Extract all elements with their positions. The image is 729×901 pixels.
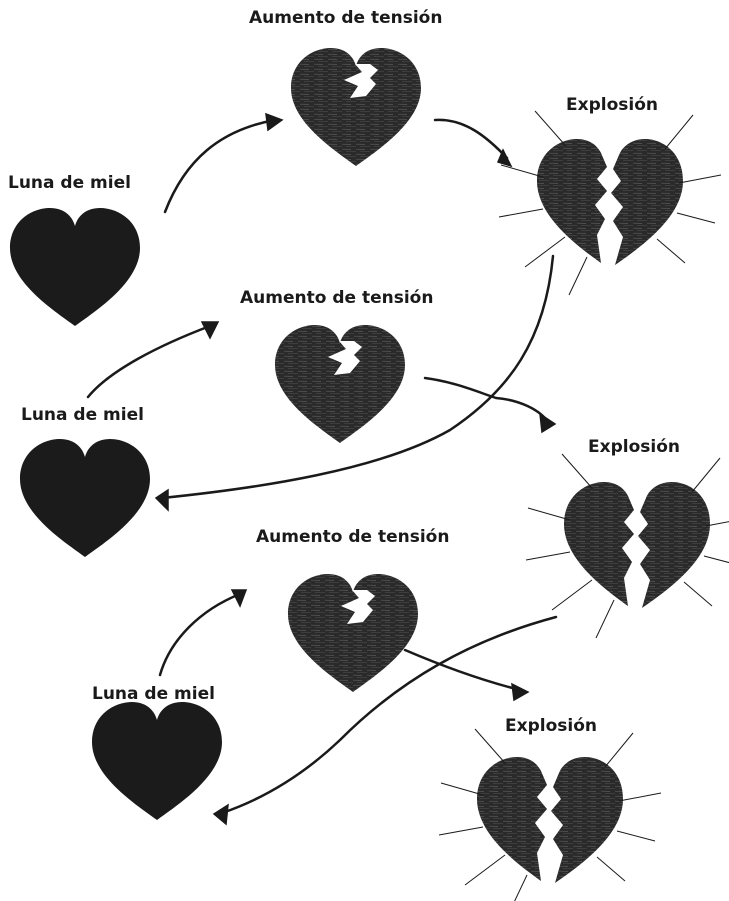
honeymoon-label: Luna de miel xyxy=(8,173,131,193)
cracked-heart-icon xyxy=(288,574,418,692)
arrow-tension-to-explosion xyxy=(403,648,522,692)
explosion-label: Explosión xyxy=(588,437,680,457)
arrowhead-icon xyxy=(154,488,169,512)
arrowhead-icon xyxy=(511,682,530,702)
cracked-heart-icon xyxy=(275,325,405,443)
honeymoon-heart-icon xyxy=(10,208,140,326)
arrowhead-icon xyxy=(539,412,557,434)
cracked-heart-icon xyxy=(291,48,421,166)
arrow-honeymoon-to-tension xyxy=(158,592,242,677)
honeymoon-label: Luna de miel xyxy=(92,684,215,704)
tension-label: Aumento de tensión xyxy=(240,288,434,308)
broken-heart-icon xyxy=(438,728,662,901)
honeymoon-heart-icon xyxy=(20,439,150,557)
arrowhead-icon xyxy=(212,803,229,826)
arrow-tension-to-explosion xyxy=(433,118,509,160)
arrowhead-icon xyxy=(496,148,513,168)
arrowhead-icon xyxy=(265,112,284,132)
explosion-label: Explosión xyxy=(566,95,658,115)
explosion-label: Explosión xyxy=(505,716,597,736)
honeymoon-label: Luna de miel xyxy=(21,405,144,425)
arrow-explosion-to-honeymoon xyxy=(160,254,555,500)
arrow-tension-to-explosion xyxy=(423,376,550,424)
arrowhead-icon xyxy=(230,589,248,608)
broken-heart-icon xyxy=(525,453,729,639)
arrow-honeymoon-to-tension xyxy=(163,118,277,214)
arrow-honeymoon-to-tension xyxy=(86,324,212,399)
broken-heart-icon xyxy=(498,110,722,296)
tension-label: Aumento de tensión xyxy=(256,527,450,547)
honeymoon-heart-icon xyxy=(92,702,222,820)
arrow-explosion-to-honeymoon xyxy=(220,615,558,815)
arrowhead-icon xyxy=(200,321,220,340)
tension-label: Aumento de tensión xyxy=(249,8,443,28)
